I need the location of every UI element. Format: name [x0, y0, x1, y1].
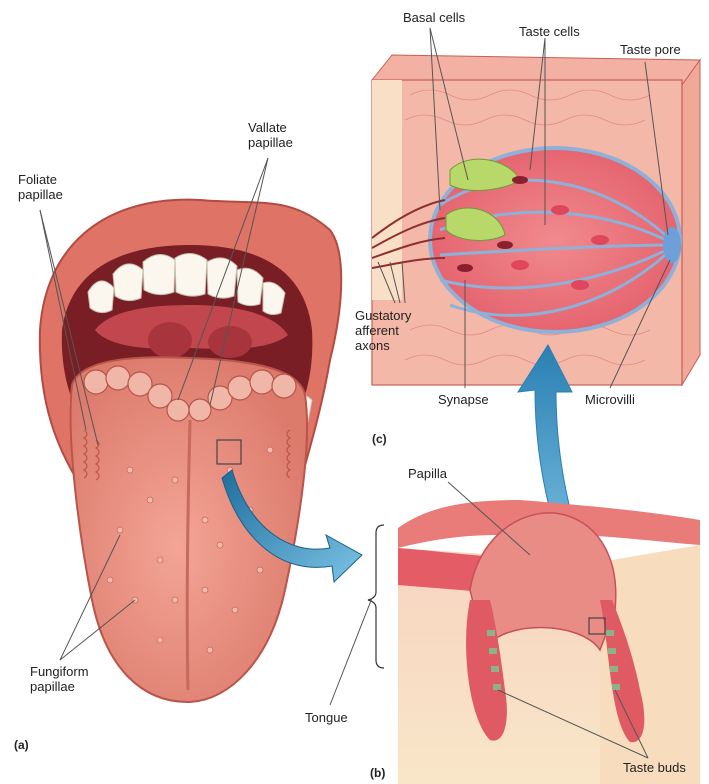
- label-papilla: Papilla: [408, 466, 447, 481]
- label-tongue: Tongue: [305, 710, 348, 725]
- label-vallate-papillae: Vallate papillae: [248, 120, 293, 150]
- panel-label-b: (b): [370, 766, 385, 780]
- panel-label-c: (c): [372, 432, 387, 446]
- label-taste-cells: Taste cells: [519, 24, 580, 39]
- label-synapse: Synapse: [438, 392, 489, 407]
- label-fungiform-papillae: Fungiform papillae: [30, 664, 89, 694]
- papilla-block: [368, 500, 700, 784]
- label-gustatory-afferent-axons: Gustatory afferent axons: [355, 308, 411, 353]
- label-basal-cells: Basal cells: [403, 10, 465, 25]
- mouth-illustration: [40, 200, 341, 702]
- taste-pore: [663, 227, 681, 263]
- label-microvilli: Microvilli: [585, 392, 635, 407]
- label-foliate-papillae: Foliate papillae: [18, 172, 63, 202]
- label-taste-pore: Taste pore: [620, 42, 681, 57]
- label-taste-buds: Taste buds: [623, 760, 686, 775]
- panel-label-a: (a): [14, 738, 29, 752]
- uvula: [148, 322, 192, 358]
- tongue-bracket: [368, 525, 384, 668]
